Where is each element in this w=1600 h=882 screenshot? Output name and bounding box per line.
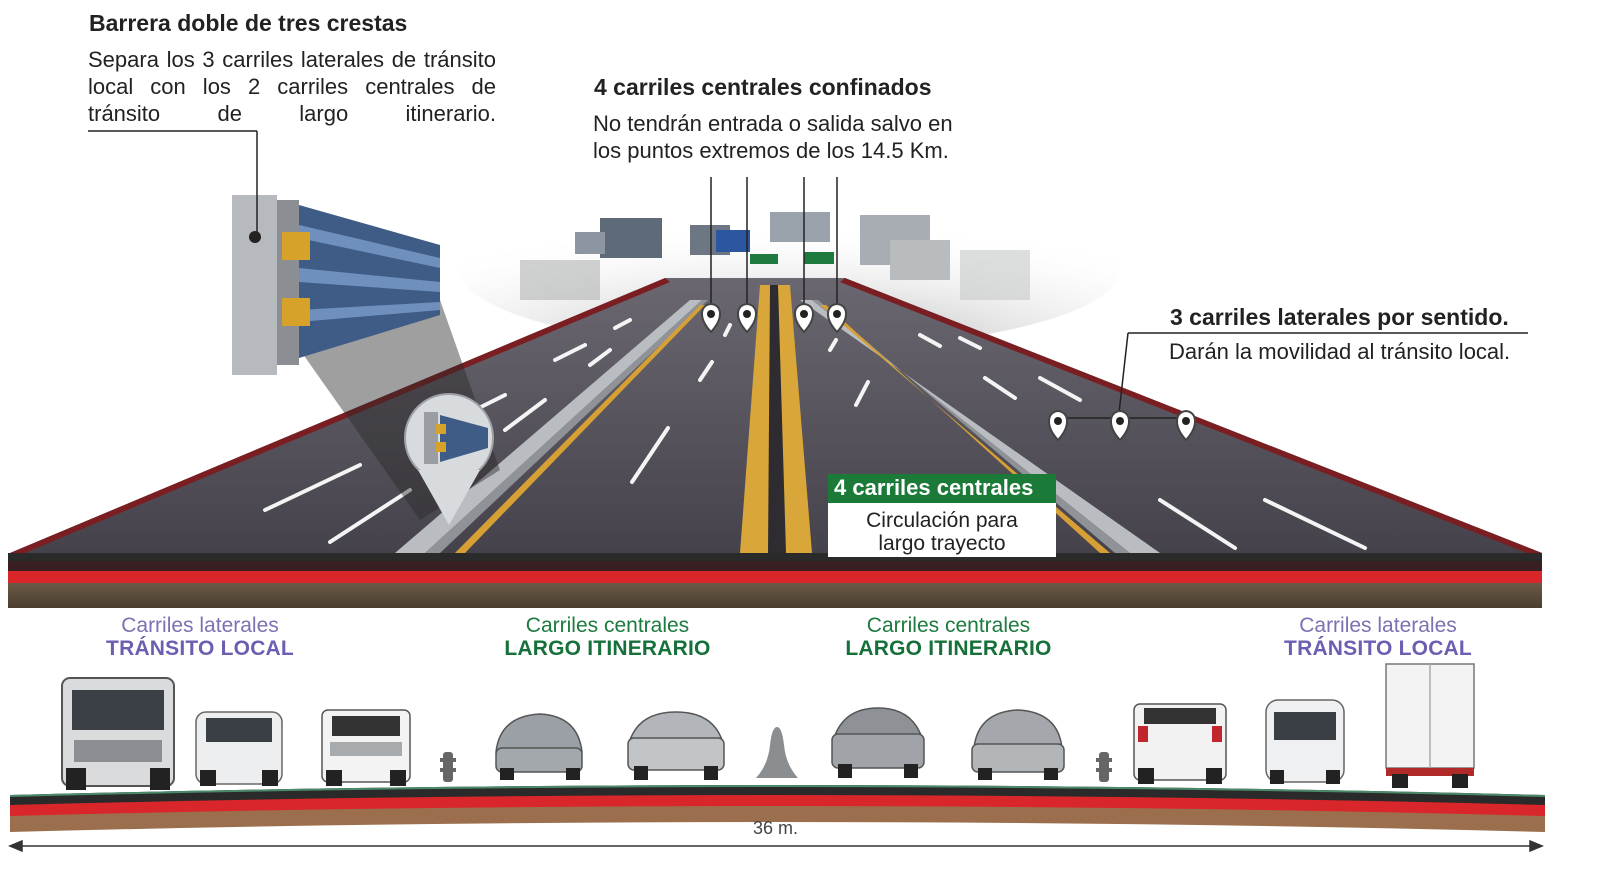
lane-label-left-central: Carriles centrales LARGO ITINERARIO	[495, 614, 720, 660]
cross-section	[9, 785, 1546, 832]
median	[740, 285, 812, 553]
confined-description: No tendrán entrada o salida salvo en los…	[593, 111, 953, 163]
lane-label-right-lateral: Carriles laterales TRÁNSITO LOCAL	[1268, 614, 1488, 660]
central-badge-line2: largo trayecto	[878, 532, 1006, 555]
width-arrow	[8, 839, 1544, 853]
central-badge-line1: Circulación para	[866, 509, 1018, 532]
central-badge-title: 4 carriles centrales	[828, 474, 1056, 503]
location-pin-icon	[701, 302, 847, 334]
location-pin-icon	[1048, 409, 1196, 442]
lane-label-top: Carriles centrales	[525, 614, 690, 637]
barrier-description: Separa los 3 carriles laterales de tráns…	[88, 47, 496, 126]
vehicle-icon	[61, 663, 1475, 790]
confined-title: 4 carriles centrales confinados	[594, 74, 932, 100]
lane-label-bottom: LARGO ITINERARIO	[504, 637, 711, 660]
lane-label-left-lateral: Carriles laterales TRÁNSITO LOCAL	[90, 614, 310, 660]
lane-label-top: Carriles laterales	[121, 614, 279, 637]
lane-label-top: Carriles centrales	[866, 614, 1031, 637]
width-label: 36 m.	[753, 818, 799, 838]
lane-label-right-central: Carriles centrales LARGO ITINERARIO	[836, 614, 1061, 660]
central-badge-body: Circulación para largo trayecto	[828, 503, 1056, 557]
barrier-title: Barrera doble de tres crestas	[89, 10, 408, 36]
lateral-title: 3 carriles laterales por sentido.	[1170, 304, 1509, 330]
guard-rails	[395, 300, 1160, 553]
lane-label-bottom: LARGO ITINERARIO	[845, 637, 1052, 660]
lane-label-top: Carriles laterales	[1299, 614, 1457, 637]
lane-label-bottom: TRÁNSITO LOCAL	[1284, 637, 1472, 660]
lane-label-bottom: TRÁNSITO LOCAL	[106, 637, 294, 660]
barrier-detail-icon	[88, 130, 500, 525]
central-lane-pins	[710, 177, 838, 312]
central-lanes-badge: 4 carriles centrales Circulación para la…	[828, 474, 1056, 557]
lateral-description: Darán la movilidad al tránsito local.	[1169, 339, 1511, 364]
median-cone-icon	[756, 727, 798, 778]
bollard-icon	[440, 752, 1112, 782]
